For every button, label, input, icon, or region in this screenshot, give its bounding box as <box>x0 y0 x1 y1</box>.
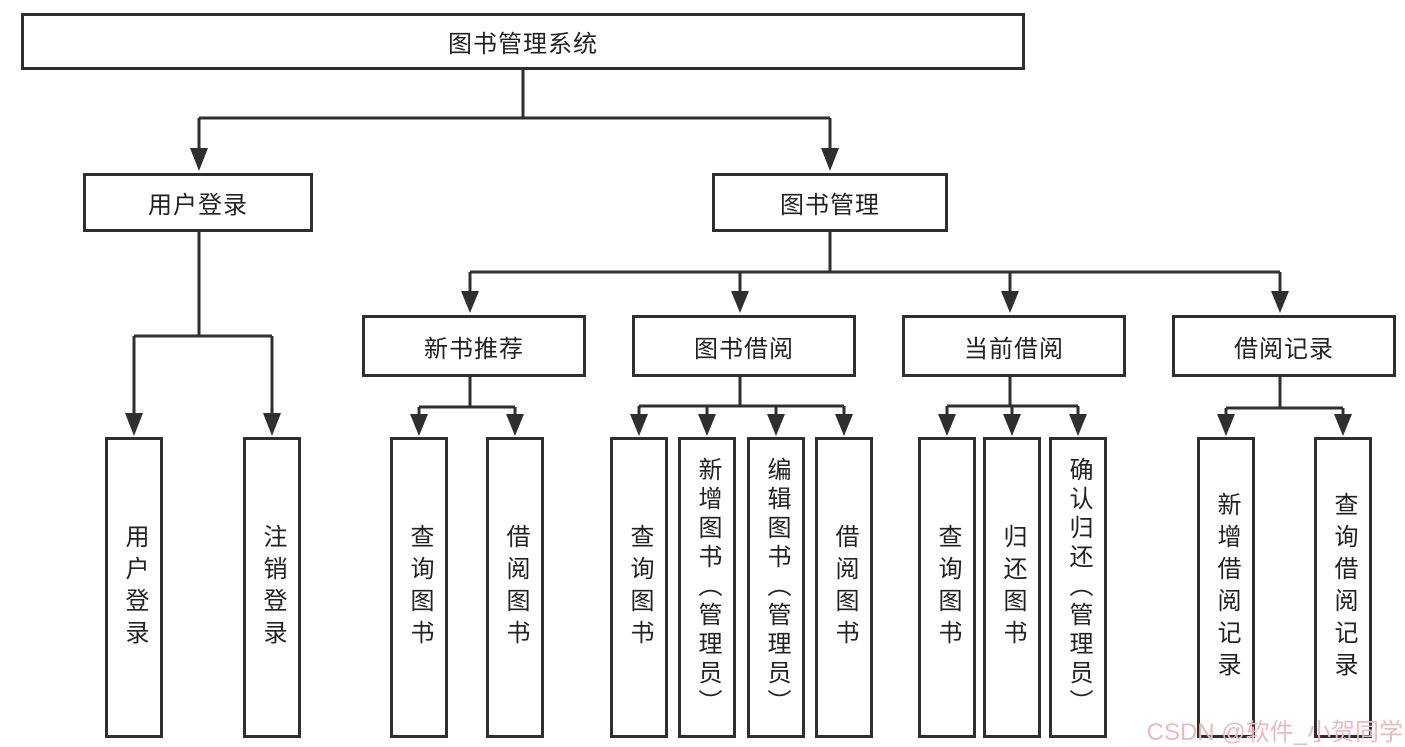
leaf-query-books-1: 查询图书 <box>390 437 448 738</box>
connector-current-borrowing <box>938 377 1087 436</box>
leaf-add-books-admin: 新增图书（管理员） <box>678 437 736 738</box>
leaf-query-books-2-label: 查询图书 <box>626 523 653 652</box>
connector-borrowing-records <box>1217 377 1352 436</box>
leaf-edit-books-admin-label: 编辑图书（管理员） <box>763 457 790 718</box>
leaf-borrow-books-1: 借阅图书 <box>486 437 544 738</box>
leaf-query-books-2: 查询图书 <box>610 437 668 738</box>
connector-root <box>190 70 839 171</box>
leaf-borrow-books-2: 借阅图书 <box>815 437 873 738</box>
leaf-logout-label: 注销登录 <box>259 523 286 652</box>
leaf-user-login-label: 用户登录 <box>121 523 148 652</box>
leaf-user-login: 用户登录 <box>105 437 163 738</box>
leaf-query-books-3: 查询图书 <box>918 437 976 738</box>
leaf-query-borrow-record: 查询借阅记录 <box>1314 437 1372 738</box>
leaf-add-borrow-record: 新增借阅记录 <box>1197 437 1255 738</box>
node-book-borrowing: 图书借阅 <box>632 315 856 377</box>
leaf-confirm-return-admin: 确认归还（管理员） <box>1049 437 1107 738</box>
node-user-login: 用户登录 <box>83 173 313 232</box>
connector-book-borrowing <box>630 377 853 436</box>
connector-user-login <box>125 232 281 436</box>
leaf-confirm-return-admin-label: 确认归还（管理员） <box>1065 457 1092 718</box>
leaf-return-books: 归还图书 <box>983 437 1041 738</box>
leaf-borrow-books-2-label: 借阅图书 <box>831 523 858 652</box>
leaf-query-books-3-label: 查询图书 <box>934 523 961 652</box>
leaf-add-books-admin-label: 新增图书（管理员） <box>694 457 721 718</box>
watermark-text: CSDN @软件_小贺同学 <box>1146 719 1403 746</box>
node-new-book-recommendation: 新书推荐 <box>362 315 586 377</box>
leaf-edit-books-admin: 编辑图书（管理员） <box>747 437 805 738</box>
leaf-borrow-books-1-label: 借阅图书 <box>502 523 529 652</box>
connector-new-book-recommendation <box>410 377 524 436</box>
connector-book-management <box>461 232 1289 313</box>
leaf-return-books-label: 归还图书 <box>999 523 1026 652</box>
node-borrowing-records: 借阅记录 <box>1172 315 1396 377</box>
node-current-borrowing: 当前借阅 <box>902 315 1126 377</box>
leaf-logout: 注销登录 <box>243 437 301 738</box>
node-library-system: 图书管理系统 <box>21 13 1025 70</box>
node-book-management: 图书管理 <box>712 173 948 232</box>
leaf-query-borrow-record-label: 查询借阅记录 <box>1330 491 1357 684</box>
leaf-query-books-1-label: 查询图书 <box>406 523 433 652</box>
leaf-add-borrow-record-label: 新增借阅记录 <box>1213 491 1240 684</box>
